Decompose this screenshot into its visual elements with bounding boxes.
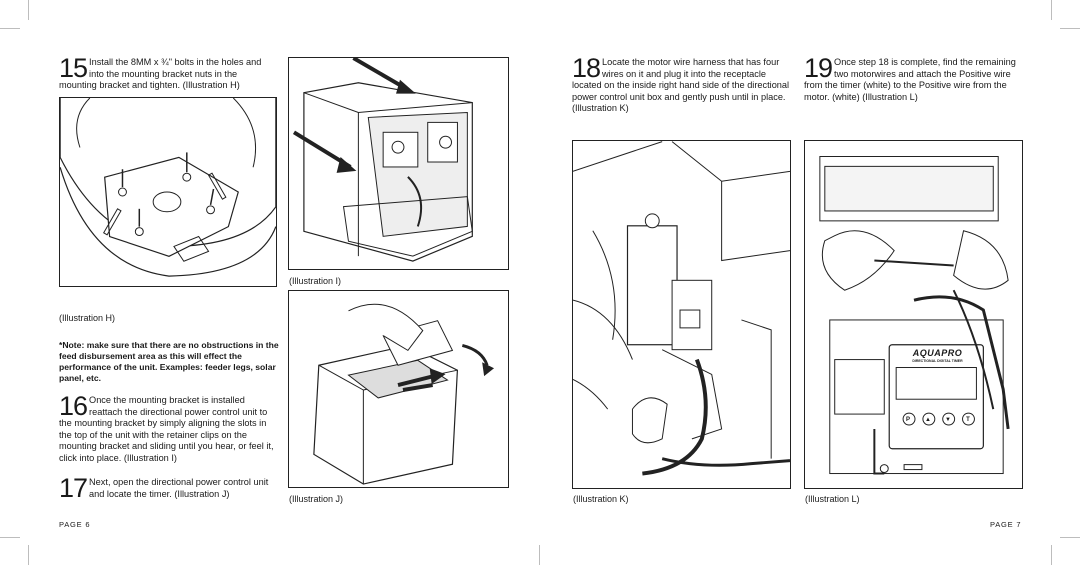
crop-mark: [28, 545, 29, 565]
step-text: Once step 18 is complete, find the remai…: [804, 57, 1016, 102]
step-18: 18 Locate the motor wire harness that ha…: [572, 53, 792, 115]
caption-illustration-k: (Illustration K): [573, 494, 629, 504]
crop-mark: [1051, 0, 1052, 20]
down-button[interactable]: ▼: [945, 417, 951, 423]
crop-mark: [0, 537, 20, 538]
control-unit-slide-drawing: [292, 58, 473, 262]
crop-mark: [539, 545, 540, 565]
step-19: 19 Once step 18 is complete, find the re…: [804, 53, 1024, 103]
illustration-i: [288, 57, 509, 270]
up-button[interactable]: ▲: [925, 417, 931, 423]
step-number: 16: [59, 391, 88, 421]
note-obstructions: *Note: make sure that there are no obstr…: [59, 340, 279, 383]
crop-mark: [1060, 537, 1080, 538]
open-unit-drawing: [313, 303, 495, 485]
step-number: 17: [59, 473, 88, 503]
step-number: 18: [572, 53, 601, 83]
timer-buttons: P ▲ ▼ T: [902, 417, 974, 423]
step-number: 19: [804, 53, 833, 83]
timer-wiring-drawing: [819, 155, 1010, 475]
caption-illustration-l: (Illustration L): [805, 494, 860, 504]
wire-harness-drawing: [573, 141, 790, 476]
step-text: Install the 8MM x ¾" bolts in the holes …: [59, 57, 262, 91]
caption-illustration-j: (Illustration J): [289, 494, 344, 504]
crop-mark: [0, 28, 20, 29]
page-number-right: PAGE 7: [990, 520, 1022, 529]
crop-mark: [28, 0, 29, 20]
step-text: Locate the motor wire harness that has f…: [572, 57, 790, 114]
program-button[interactable]: P: [905, 417, 910, 423]
caption-illustration-h: (Illustration H): [59, 313, 116, 323]
step-number: 15: [59, 53, 88, 83]
step-text: Once the mounting bracket is installed r…: [59, 395, 274, 463]
device-subtitle: DIRECTIONAL DIGITAL TIMER: [912, 359, 963, 363]
timer-device: AQUAPRO DIRECTIONAL DIGITAL TIMER P ▲ ▼ …: [890, 346, 985, 423]
step-text: Next, open the directional power control…: [89, 477, 269, 499]
illustration-l: AQUAPRO DIRECTIONAL DIGITAL TIMER P ▲ ▼ …: [804, 140, 1023, 489]
brand-logo: AQUAPRO: [912, 348, 963, 358]
step-15: 15 Install the 8MM x ¾" bolts in the hol…: [59, 53, 275, 92]
page-number-left: PAGE 6: [59, 520, 91, 529]
crop-mark: [1060, 28, 1080, 29]
illustration-k: [572, 140, 791, 489]
illustration-h: [59, 97, 277, 287]
crop-mark: [1051, 545, 1052, 565]
step-17: 17 Next, open the directional power cont…: [59, 473, 279, 503]
mounting-bracket-drawing: [60, 98, 276, 277]
time-button[interactable]: T: [966, 417, 970, 423]
step-16: 16 Once the mounting bracket is installe…: [59, 391, 277, 465]
illustration-j: [288, 290, 509, 488]
caption-illustration-i: (Illustration I): [289, 276, 342, 286]
